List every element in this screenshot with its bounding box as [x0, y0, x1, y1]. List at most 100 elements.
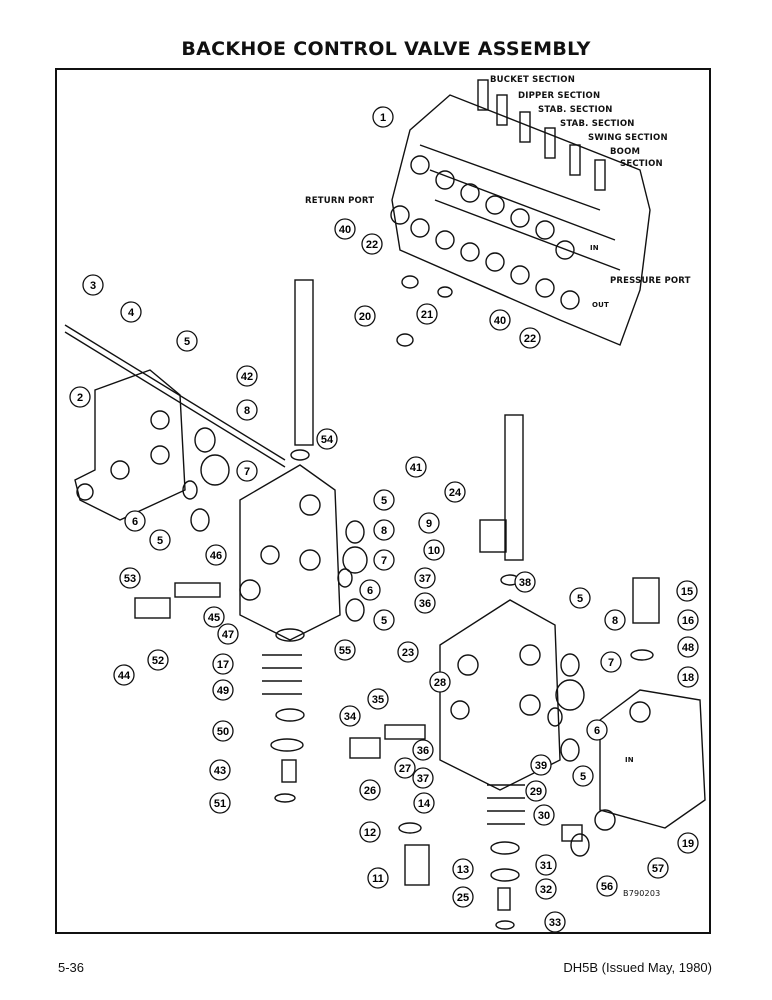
callout-circle	[676, 580, 698, 602]
callout-circle	[535, 854, 557, 876]
callout-number: 21	[421, 309, 433, 321]
callout-circle	[423, 539, 445, 561]
callout-circle	[373, 489, 395, 511]
tie-rod	[64, 324, 286, 461]
callout-circle	[429, 671, 451, 693]
section-label: SECTION	[620, 159, 663, 169]
callout-circle	[82, 274, 104, 296]
callout-circle	[397, 641, 419, 663]
callout-circle	[604, 609, 626, 631]
callout-number: 12	[364, 827, 376, 839]
relief-plug-44	[134, 597, 171, 619]
end-cover	[74, 369, 186, 521]
callout-circle	[544, 911, 566, 933]
callout-number: 5	[157, 535, 163, 547]
spring-30	[487, 784, 525, 825]
callout-circle	[334, 218, 356, 240]
page-title: BACKHOE CONTROL VALVE ASSEMBLY	[181, 38, 591, 60]
callout-circle	[113, 664, 135, 686]
callout-circle	[533, 804, 555, 826]
valve-stack-spools	[477, 79, 606, 191]
callout-circle	[452, 886, 474, 908]
o-rings	[182, 275, 654, 857]
callout-number: 10	[428, 545, 440, 557]
callout-number: 20	[359, 311, 371, 323]
callout-circle	[236, 460, 258, 482]
callout-number: 37	[419, 573, 431, 585]
port-label: OUT	[592, 301, 609, 309]
callout-circle	[209, 759, 231, 781]
callout-number: 43	[214, 765, 226, 777]
section-label: BOOM	[610, 147, 640, 157]
callout-number: 36	[419, 598, 431, 610]
port-label: IN	[590, 244, 599, 252]
callout-number: 53	[124, 573, 136, 585]
callout-number: 9	[426, 518, 432, 530]
spool-42	[294, 279, 314, 446]
callout-number: 7	[381, 555, 387, 567]
callout-number: 19	[682, 838, 694, 850]
callout-number: 13	[457, 864, 469, 876]
callout-number: 54	[321, 434, 334, 446]
callout-circle	[677, 666, 699, 688]
callout-number: 34	[344, 711, 357, 723]
callout-circle	[124, 510, 146, 532]
callout-number: 33	[549, 917, 561, 929]
callout-number: 48	[682, 642, 694, 654]
callout-number: 56	[601, 881, 613, 893]
callout-number: 51	[214, 798, 226, 810]
callout-number: 28	[434, 677, 446, 689]
callout-number: 5	[580, 771, 586, 783]
callout-circle	[569, 587, 591, 609]
section-label: SWING SECTION	[588, 133, 668, 143]
callout-number: 47	[222, 629, 234, 641]
callout-number: 15	[681, 586, 693, 598]
callout-number: 2	[77, 392, 83, 404]
callout-circle	[412, 767, 434, 789]
callout-number: 23	[402, 647, 414, 659]
section-label: STAB. SECTION	[538, 105, 613, 115]
callout-number: 5	[577, 593, 583, 605]
port-label: IN	[625, 756, 634, 764]
callout-number: 35	[372, 694, 384, 706]
callout-number: 8	[244, 405, 250, 417]
callout-circle	[119, 567, 141, 589]
callout-circle	[586, 719, 608, 741]
callout-number: 52	[152, 655, 164, 667]
callout-circle	[416, 303, 438, 325]
callout-number: 8	[612, 615, 618, 627]
callout-circle	[149, 529, 171, 551]
callout-number: 6	[132, 516, 138, 528]
callout-circle	[519, 327, 541, 349]
callout-number: 40	[339, 224, 351, 236]
callout-number: 29	[530, 786, 542, 798]
callout-number: 38	[519, 577, 531, 589]
callout-number: 46	[210, 550, 222, 562]
callout-number: 25	[457, 892, 469, 904]
callout-number: 5	[381, 495, 387, 507]
callout-circle	[359, 779, 381, 801]
port-label: PRESSURE PORT	[610, 276, 691, 286]
callout-circle	[373, 519, 395, 541]
callout-circle	[413, 792, 435, 814]
callout-circle	[212, 653, 234, 675]
callout-circle	[339, 705, 361, 727]
callout-circle	[212, 679, 234, 701]
valve-stack-ports	[390, 155, 580, 310]
section-label: STAB. SECTION	[560, 119, 635, 129]
callout-number: 22	[524, 333, 536, 345]
valve-section-23	[439, 599, 561, 791]
callout-circle	[367, 867, 389, 889]
callout-circle	[372, 106, 394, 128]
callout-circle	[236, 365, 258, 387]
callout-number: 6	[367, 585, 373, 597]
callout-circle	[120, 301, 142, 323]
callout-circle	[359, 579, 381, 601]
callout-circle	[444, 481, 466, 503]
callout-circle	[176, 330, 198, 352]
callout-number: 55	[339, 645, 351, 657]
callout-number: 57	[652, 863, 664, 875]
callout-circle	[394, 757, 416, 779]
